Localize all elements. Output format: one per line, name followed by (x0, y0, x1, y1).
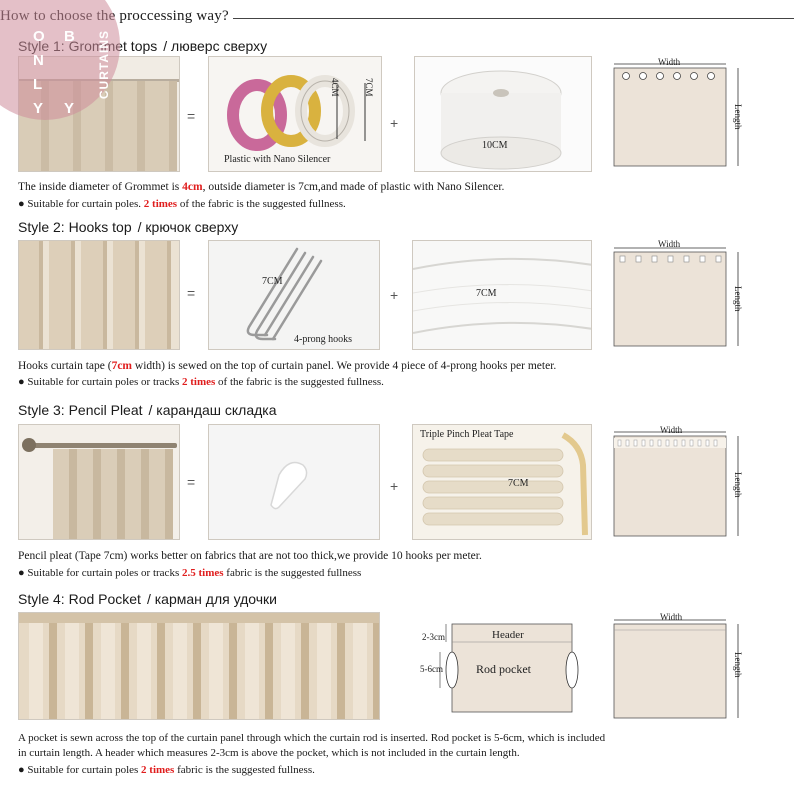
bullet-text: Suitable for curtain poles. (27, 198, 144, 210)
grommet-width-label: Width (658, 57, 681, 67)
desc-text: Hooks curtain tape ( (18, 360, 112, 372)
style4-heading-ru: / карман для удочки (146, 591, 277, 607)
bullet-text: Suitable for curtain poles or tracks (27, 376, 182, 388)
style3-heading-en: Style 3: Pencil Pleat (18, 402, 143, 418)
pocket-rod-label: Rod pocket (476, 662, 531, 676)
equals-sign: = (187, 108, 196, 124)
ring-inner-dim: 4CM (330, 78, 340, 97)
style2-heading-ru: / крючок сверху (137, 219, 239, 235)
style2-heading: Style 2: Hooks top / крючок сверху (18, 219, 238, 235)
hooks-length-label: Length (733, 286, 743, 312)
prong-hooks-photo (208, 240, 380, 350)
grommet-curtain-photo (18, 56, 180, 172)
hooks-tape-photo (412, 240, 592, 350)
style4-bullet: ● Suitable for curtain poles 2 times fab… (18, 763, 315, 778)
bullet-text: fabric is the suggested fullness. (174, 764, 315, 776)
pencil-length-label: Length (733, 472, 743, 498)
style3-description: Pencil pleat (Tape 7cm) works better on … (18, 549, 482, 564)
bullet-highlight: 2 times (181, 376, 216, 388)
plus-sign: + (390, 478, 399, 494)
rod-pocket-diagram (418, 620, 588, 716)
bullet-text: Suitable for curtain poles (27, 764, 142, 776)
style4-heading-en: Style 4: Rod Pocket (18, 591, 141, 607)
style3-heading-ru: / карандаш складка (148, 402, 277, 418)
pleat-tape-dim: 7CM (508, 478, 529, 489)
equals-sign: = (187, 474, 196, 490)
bullet-text: of the fabric is the suggested fullness. (215, 376, 384, 388)
bullet-text: Suitable for curtain poles or tracks (27, 567, 182, 579)
hooks-curtain-photo (18, 240, 180, 350)
bullet-icon: ● (18, 567, 25, 579)
hook-caption: 4-prong hooks (294, 334, 353, 345)
style1-heading: Style 1: Grommet tops / люверс сверху (18, 38, 267, 54)
bullet-icon: ● (18, 376, 25, 388)
desc-text: , outside diameter is 7cm,and made of pl… (202, 181, 505, 193)
style3-heading: Style 3: Pencil Pleat / карандаш складка (18, 402, 277, 418)
style2-bullet: ● Suitable for curtain poles or tracks 2… (18, 375, 384, 390)
style4-description-line2: in curtain length. A header which measur… (18, 747, 520, 759)
desc-highlight: 7cm (111, 360, 133, 372)
rodpocket-panel-diagram (612, 612, 770, 722)
style2-heading-en: Style 2: Hooks top (18, 219, 132, 235)
equals-sign: = (187, 285, 196, 301)
bullet-highlight: 2.5 times (181, 567, 224, 579)
pocket-header-label: Header (492, 629, 524, 641)
style4-heading: Style 4: Rod Pocket / карман для удочки (18, 591, 277, 607)
style1-description: The inside diameter of Grommet is 4cm, o… (18, 180, 504, 195)
plus-sign: + (390, 115, 399, 131)
pocket-rod-dim: 5-6cm (420, 664, 443, 674)
hooks-width-label: Width (658, 239, 681, 249)
rodpocket-width-label: Width (660, 612, 683, 622)
rodpocket-length-label: Length (733, 652, 743, 678)
plus-sign: + (390, 287, 399, 303)
hooks-diagram (612, 240, 770, 350)
style1-heading-ru: / люверс сверху (163, 38, 268, 54)
pocket-header-dim: 2-3cm (422, 632, 445, 642)
pleat-tape-photo (412, 424, 592, 540)
pencil-pleat-curtain-photo (18, 424, 180, 540)
bullet-text: fabric is the suggested fullness (223, 567, 362, 579)
pleat-tape-caption: Triple Pinch Pleat Tape (420, 429, 514, 440)
grommet-length-label: Length (733, 104, 743, 130)
pencil-diagram (612, 424, 770, 540)
ring-caption: Plastic with Nano Silencer (224, 154, 331, 165)
desc-text: The inside diameter of Grommet is (18, 181, 183, 193)
desc-highlight: 4cm (182, 181, 203, 193)
bullet-icon: ● (18, 764, 25, 776)
desc-text: Pencil pleat (Tape 7cm) works better on … (18, 550, 482, 562)
bullet-icon: ● (18, 198, 25, 210)
ring-outer-dim: 7CM (364, 78, 374, 97)
pencil-hook-photo (208, 424, 380, 540)
style1-bullet: ● Suitable for curtain poles. 2 times of… (18, 197, 346, 212)
style1-heading-en: Style 1: Grommet tops (18, 38, 158, 54)
grommet-tape-photo (414, 56, 592, 172)
bullet-highlight: 2 times (141, 764, 175, 776)
hook-dim: 7CM (262, 276, 283, 287)
title-rule (0, 18, 794, 19)
style3-bullet: ● Suitable for curtain poles or tracks 2… (18, 566, 361, 581)
grommet-diagram (612, 56, 770, 172)
bullet-text: of the fabric is the suggested fullness. (177, 198, 346, 210)
tape-width-caption: 10CM (482, 140, 508, 151)
hooks-tape-dim: 7CM (476, 288, 497, 299)
grommet-rings-photo (208, 56, 382, 172)
style4-description-line1: A pocket is sewn across the top of the c… (18, 732, 606, 744)
rod-pocket-curtain-photo (18, 612, 380, 720)
page-title: How to choose the proccessing way? (0, 8, 233, 25)
bullet-highlight: 2 times (143, 198, 178, 210)
style2-description: Hooks curtain tape (7cm width) is sewed … (18, 359, 556, 374)
desc-text: width) is sewed on the top of curtain pa… (132, 360, 557, 372)
pencil-width-label: Width (660, 425, 683, 435)
